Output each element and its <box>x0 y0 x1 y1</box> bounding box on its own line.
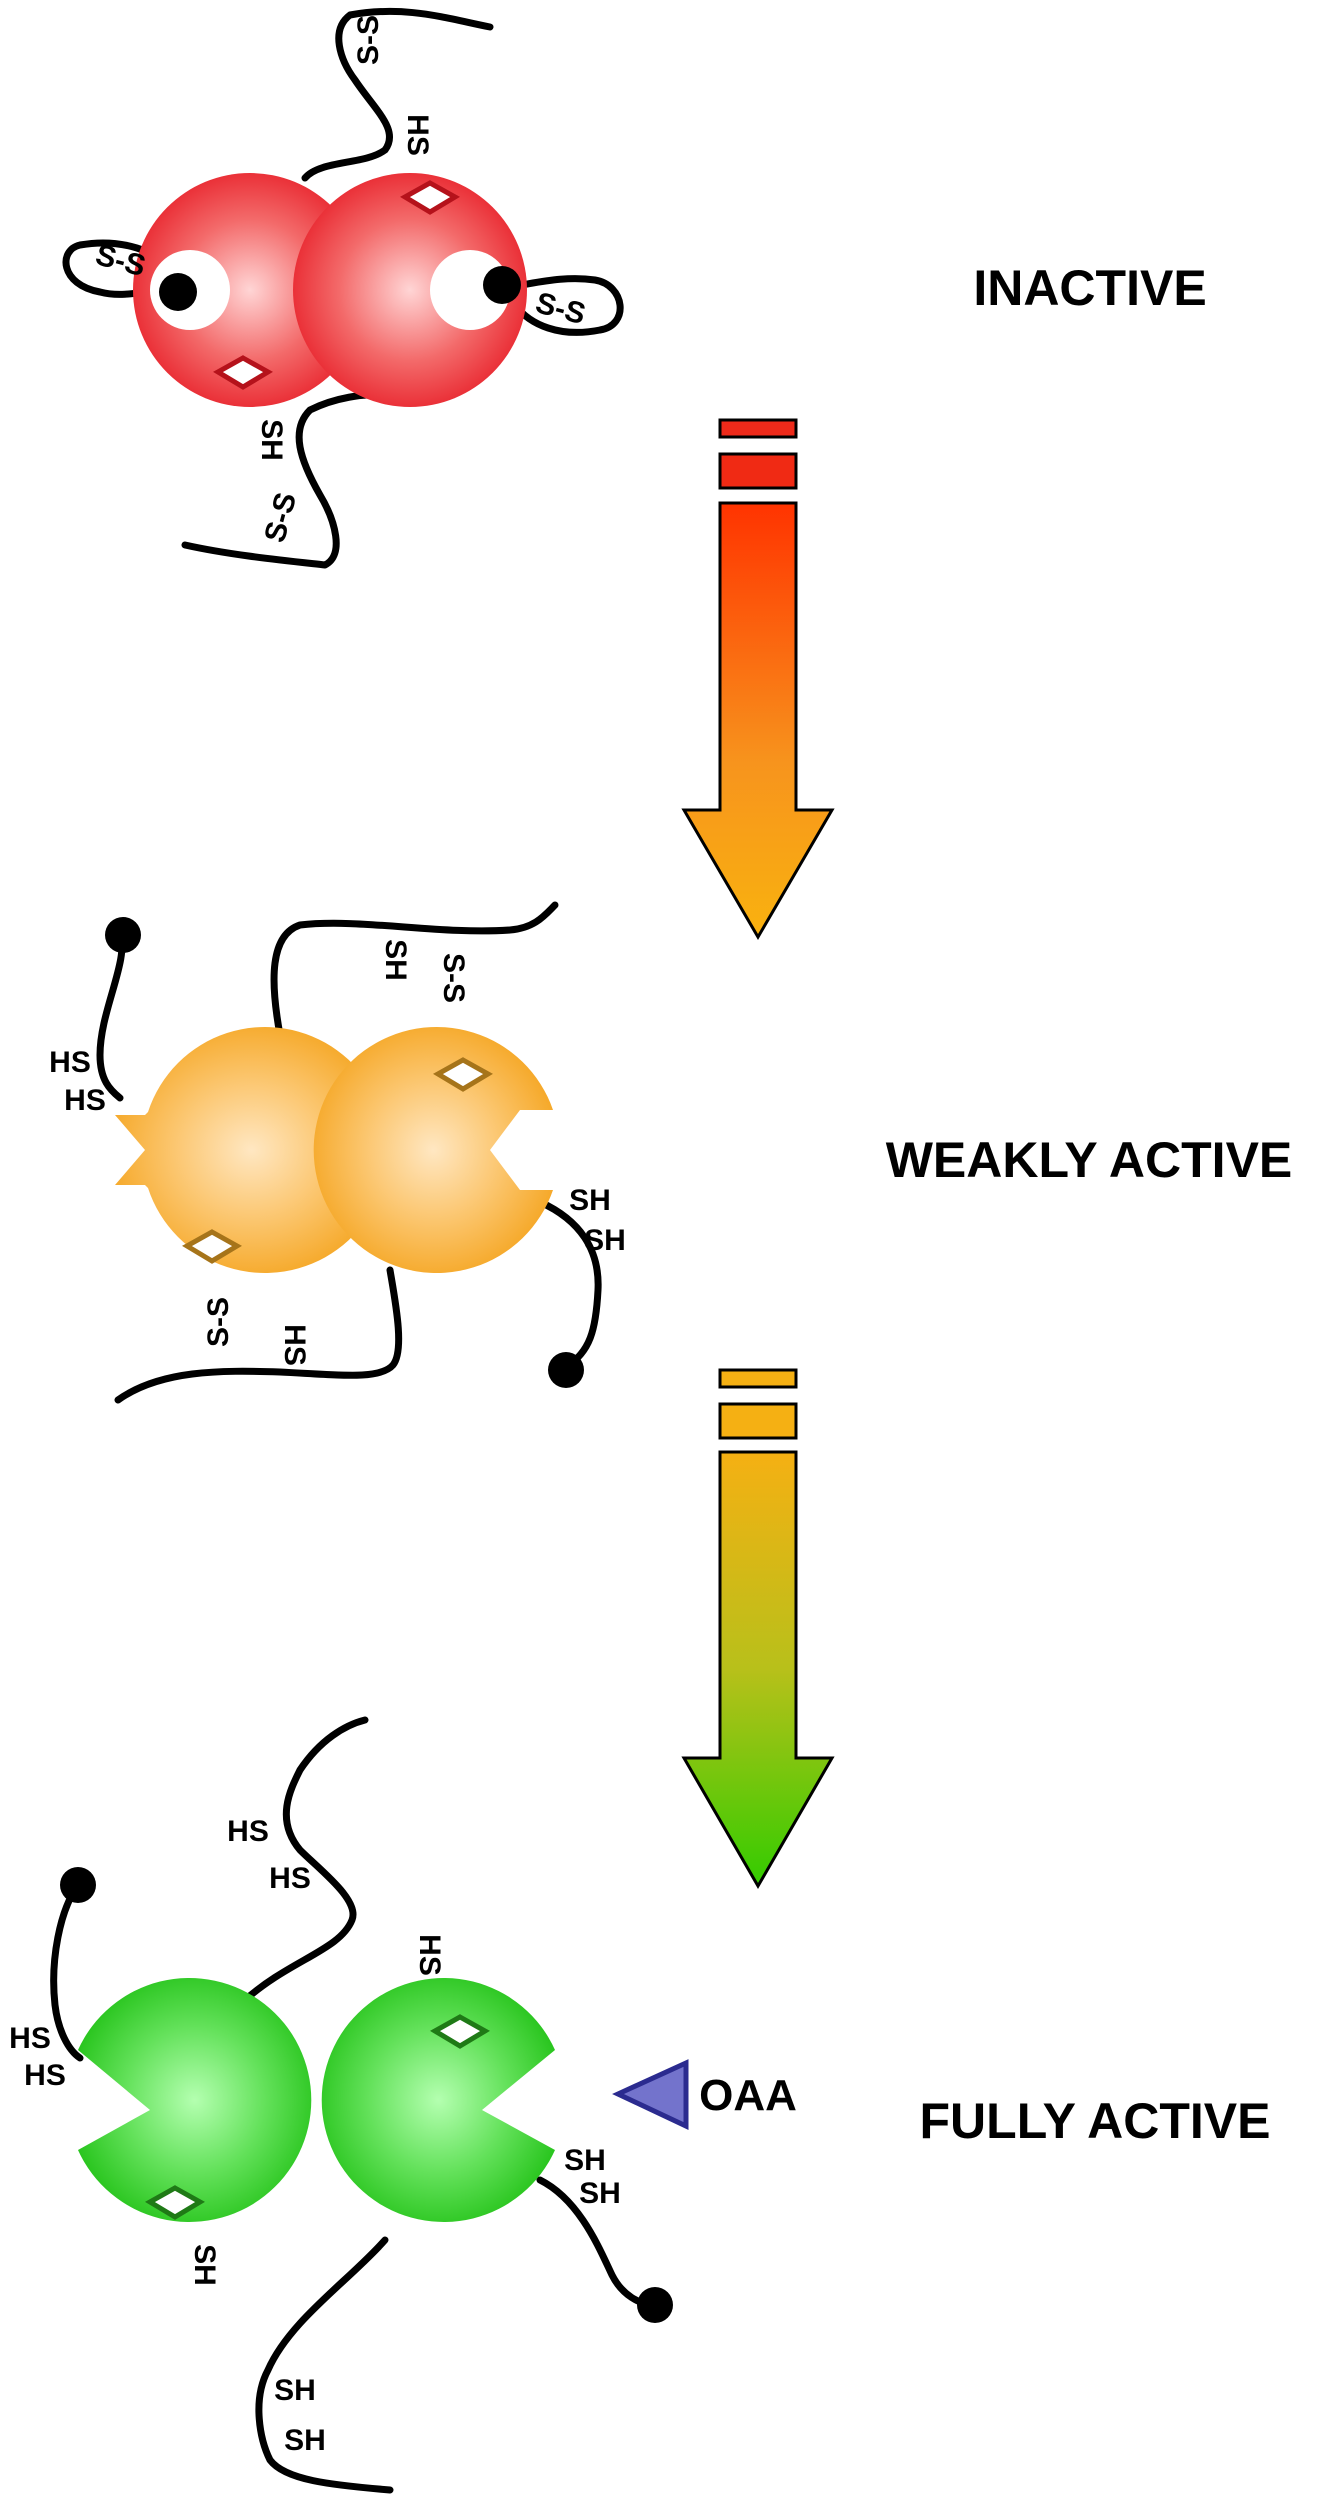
disulfide-label: S-S <box>437 953 470 1003</box>
tether-ball <box>60 1867 96 1903</box>
blocked-ball-right <box>483 266 521 304</box>
state-label-weakly-active: WEAKLY ACTIVE <box>886 1132 1293 1188</box>
thiol-label: SH <box>274 2374 316 2407</box>
disulfide-label: S-S <box>258 489 303 546</box>
inactive-subunit-left <box>133 173 367 407</box>
thiol-label: HS <box>227 1815 269 1848</box>
thiol-label: SH <box>564 2144 606 2177</box>
oaa-label: OAA <box>699 2071 797 2120</box>
thiol-label: SH <box>569 1184 611 1217</box>
thiol-label: HS <box>401 114 434 156</box>
disulfide-label: S-S <box>352 15 385 65</box>
weakly-active-enzyme: SH S-S HS HS SH SH S-S HS <box>49 901 626 1404</box>
inactive-pocket-right <box>430 250 510 330</box>
thiol-label: HS <box>269 1862 311 1895</box>
tether-left <box>96 928 126 1102</box>
weak-subunit-right <box>313 1027 553 1273</box>
inactive-subunit-right <box>293 173 527 407</box>
thiol-label: SH <box>188 2244 221 2286</box>
full-subunit-right <box>321 1978 555 2222</box>
thiol-label: HS <box>24 2059 66 2092</box>
transition-arrow-1 <box>681 418 835 940</box>
weak-subunit-left <box>115 1026 388 1273</box>
thiol-label: HS <box>49 1046 91 1079</box>
thiol-label: SH <box>579 2177 621 2210</box>
thiol-label: SH <box>379 939 412 981</box>
thiol-label: HS <box>64 1084 106 1117</box>
tether-left <box>50 1881 84 2062</box>
thiol-label: HS <box>413 1934 446 1976</box>
active-site-marker <box>182 1229 242 1264</box>
inactive-enzyme: S-S HS S-S S-S SH S-S <box>62 7 624 569</box>
chain-top <box>301 7 494 182</box>
active-site-marker <box>430 2014 490 2049</box>
fully-active-enzyme: HS HS HS HS HS SH SH SH SH SH <box>9 1716 673 2494</box>
chain-bottom <box>181 391 372 569</box>
disulfide-label: S-S <box>92 238 149 283</box>
loop-right <box>496 275 624 336</box>
thiol-label: HS <box>278 1324 311 1366</box>
active-site-marker <box>433 1057 493 1092</box>
thiol-label: SH <box>255 419 288 461</box>
chain-up <box>241 1716 369 2004</box>
tether-ball <box>548 1352 584 1388</box>
active-site-marker <box>213 355 273 390</box>
active-site-marker <box>400 180 460 215</box>
tether-ball <box>105 917 141 953</box>
tether-right <box>536 2176 659 2309</box>
state-label-inactive: INACTIVE <box>973 260 1206 316</box>
tether-right <box>536 1198 602 1371</box>
chain-bottom <box>114 1266 403 1404</box>
oaa-triangle <box>612 2059 689 2130</box>
disulfide-label: S-S <box>202 1297 235 1347</box>
chain-down <box>255 2236 394 2494</box>
thiol-label: SH <box>584 1224 626 1257</box>
state-label-fully-active: FULLY ACTIVE <box>920 2093 1271 2149</box>
thiol-label: HS <box>9 2022 51 2055</box>
transition-arrow-2 <box>681 1368 835 1889</box>
tether-ball <box>637 2287 673 2323</box>
chain-top <box>270 901 559 1039</box>
blocked-ball-left <box>159 273 197 311</box>
thiol-label: SH <box>284 2424 326 2457</box>
active-site-marker <box>145 2185 205 2220</box>
full-subunit-left <box>78 1978 312 2222</box>
